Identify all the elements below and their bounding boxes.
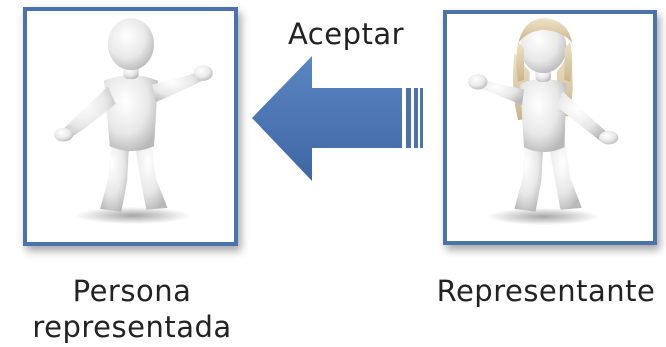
person-figure-icon: [53, 18, 213, 225]
person-figure-long-hair-icon: [468, 18, 619, 226]
represented-person-frame: [23, 7, 238, 246]
representative-caption: Representante: [436, 274, 656, 308]
accept-label: Aceptar: [287, 17, 405, 51]
left-arrow-icon: [252, 56, 423, 181]
representative-frame: [443, 10, 657, 245]
caption-line-2: representada: [32, 310, 232, 344]
caption-line-1: Persona: [72, 274, 192, 308]
represented-person-caption: Persona representada: [22, 273, 242, 345]
